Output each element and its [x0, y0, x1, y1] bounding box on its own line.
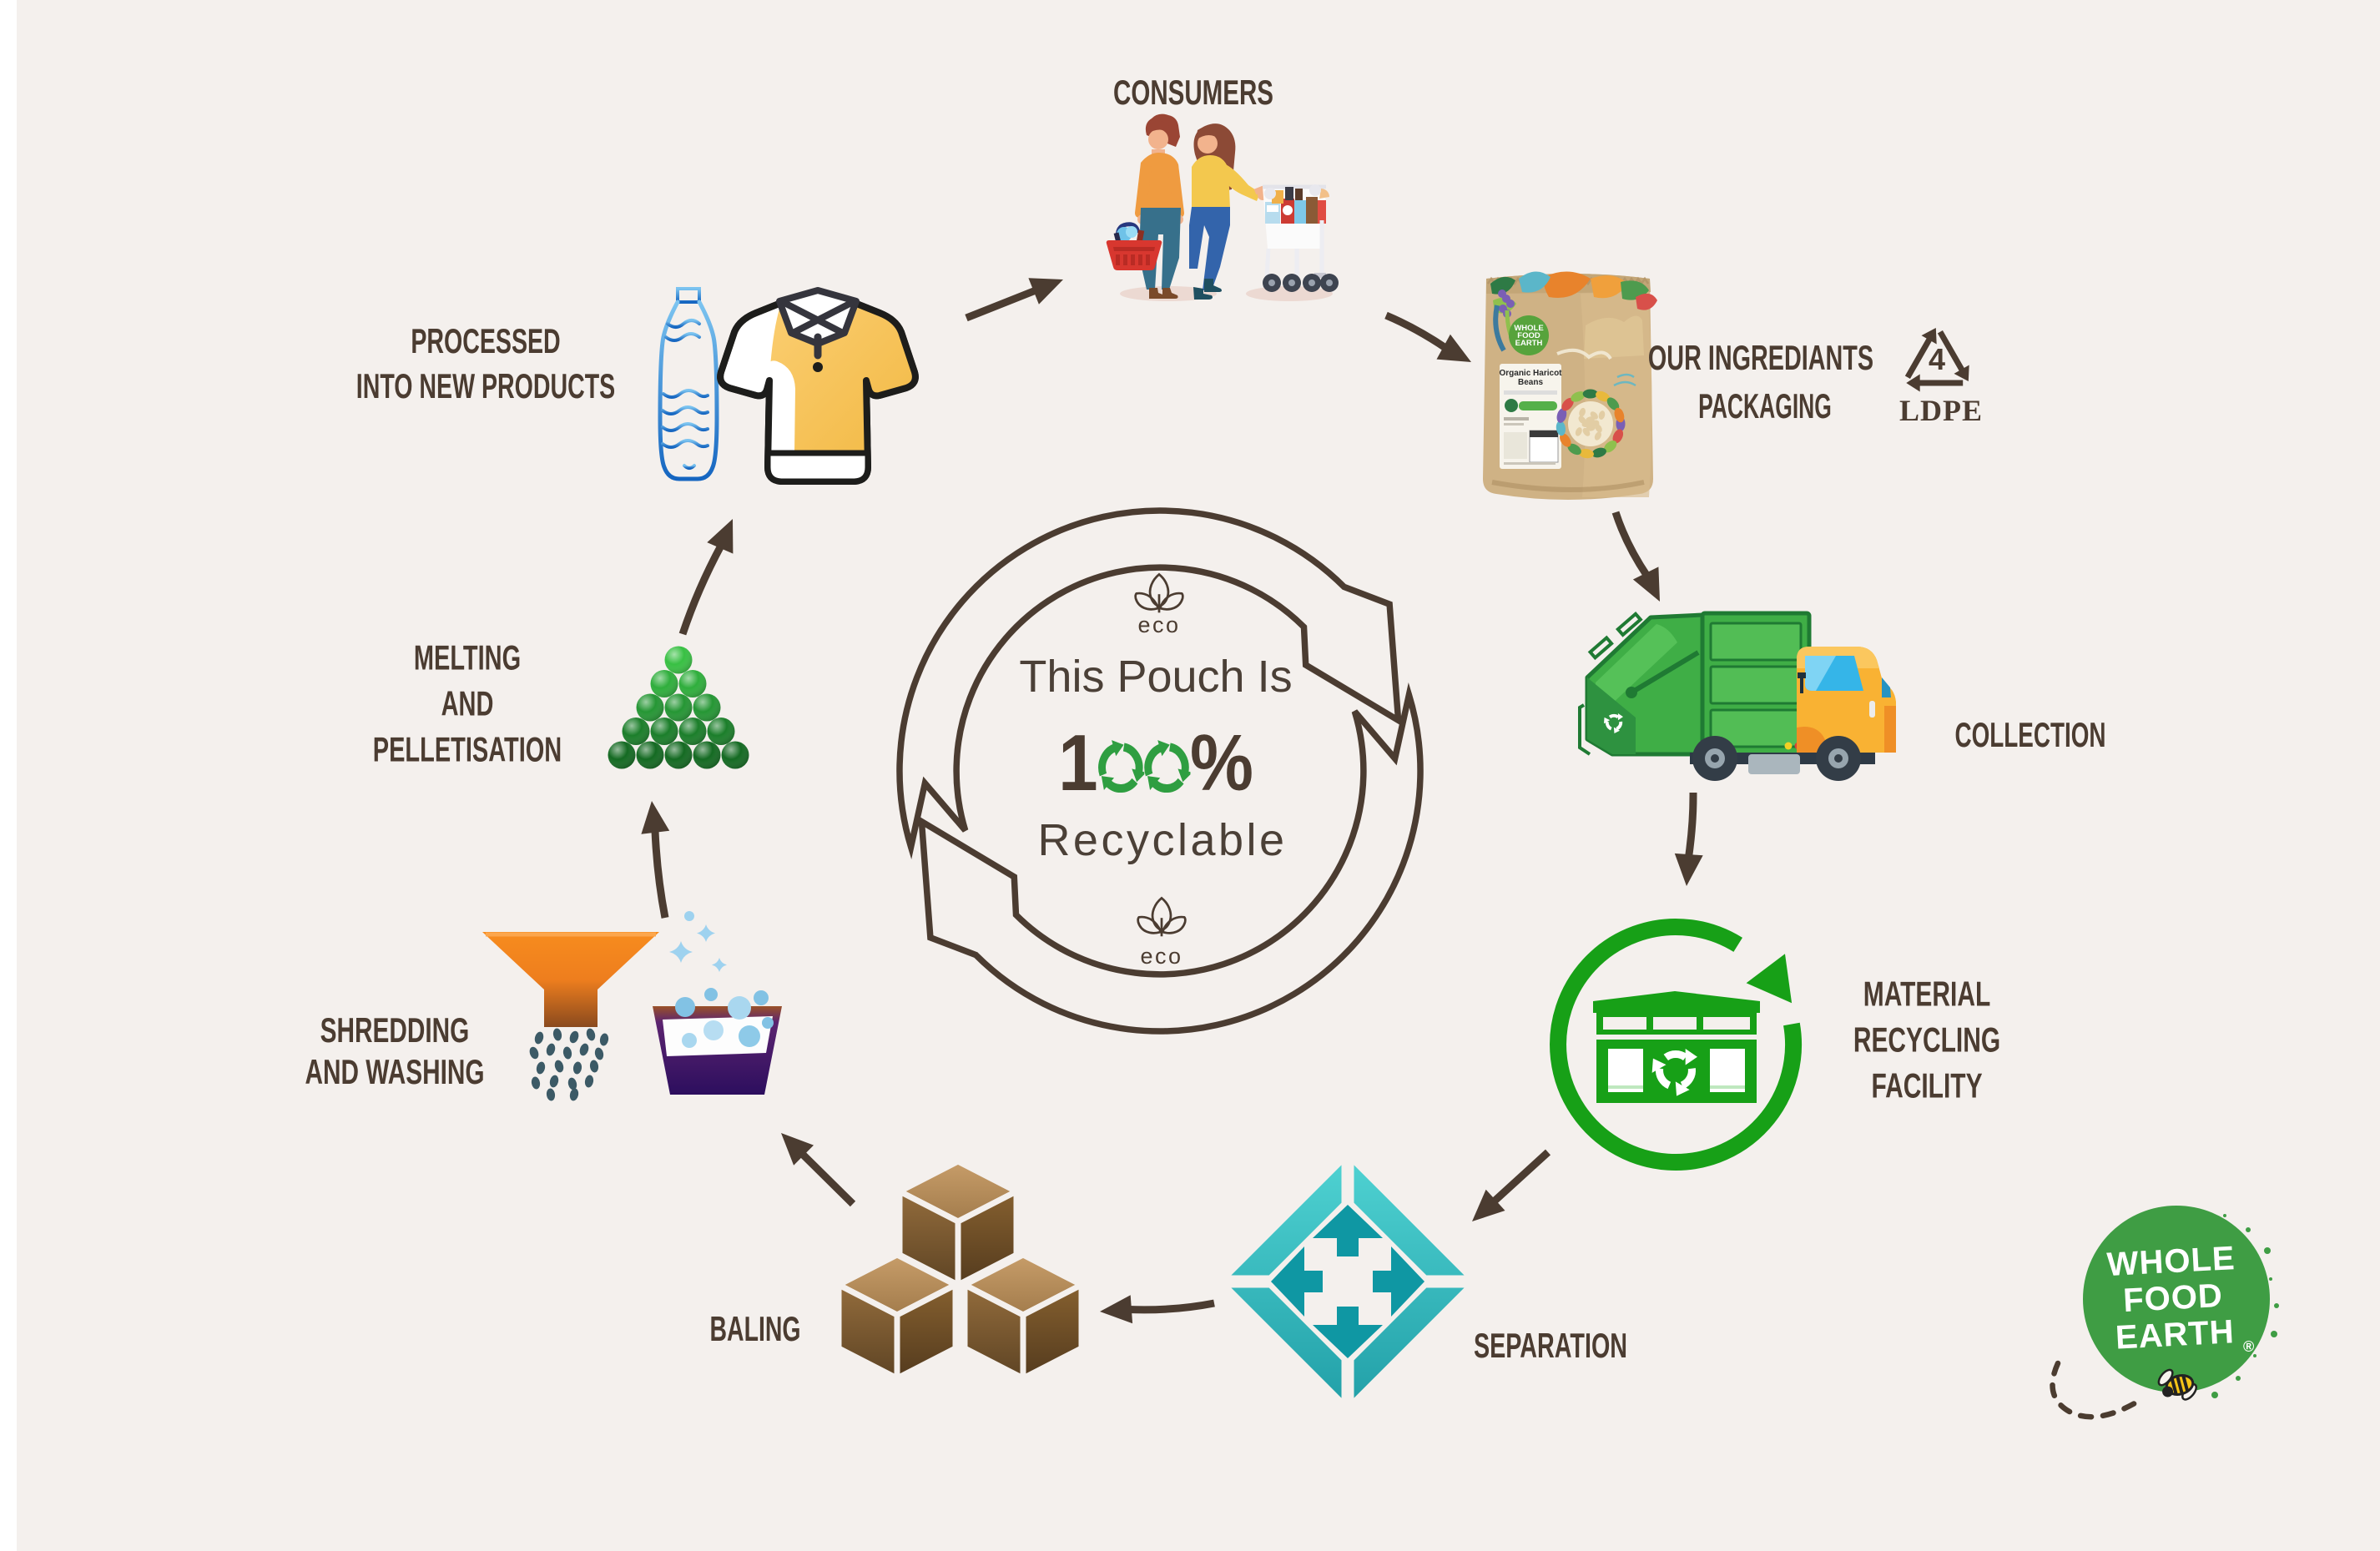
svg-text:Organic Haricot: Organic Haricot [1499, 369, 1562, 378]
svg-text:EARTH: EARTH [1515, 339, 1543, 348]
svg-text:FOOD: FOOD [1517, 331, 1540, 340]
svg-text:WHOLE: WHOLE [1514, 324, 1543, 333]
svg-text:Beans: Beans [1518, 378, 1543, 387]
